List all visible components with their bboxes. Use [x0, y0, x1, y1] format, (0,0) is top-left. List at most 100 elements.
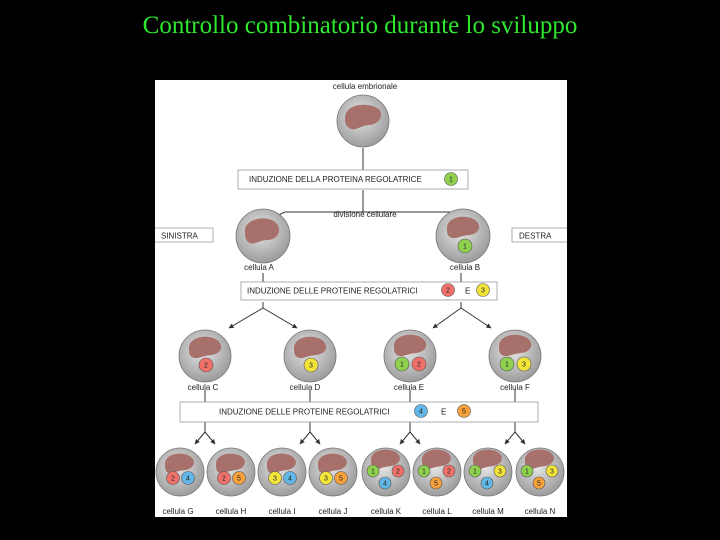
protein-2-num: 2 — [417, 362, 421, 369]
division-label: divisione cellulare — [333, 210, 397, 219]
protein-3-badge — [319, 471, 333, 485]
protein-3-num: 3 — [550, 469, 554, 476]
protein-2-num: 2 — [171, 476, 175, 483]
protein-5-badge — [429, 476, 443, 490]
protein-2-num: 2 — [396, 469, 400, 476]
protein-3-num: 3 — [481, 288, 485, 295]
protein-1-badge — [520, 464, 534, 478]
protein-1-num: 1 — [473, 469, 477, 476]
right-label: DESTRA — [519, 232, 552, 241]
protein-3-num: 3 — [324, 476, 328, 483]
cell-N: 1 3 5 — [515, 447, 565, 497]
cell-K-label: cellula K — [371, 507, 402, 516]
protein-5-badge — [232, 471, 246, 485]
protein-5-num: 5 — [237, 476, 241, 483]
slide-title: Controllo combinatorio durante lo svilup… — [142, 12, 578, 39]
protein-4-num: 4 — [485, 481, 489, 488]
induction-band-1: INDUZIONE DELLA PROTEINA REGOLATRICE 1 — [237, 169, 469, 190]
induction-band-2: INDUZIONE DELLE PROTEINE REGOLATRICI 2 E… — [240, 281, 498, 301]
protein-4-badge — [283, 471, 297, 485]
protein-4-badge — [414, 404, 428, 418]
protein-4-num: 4 — [288, 476, 292, 483]
protein-2-num: 2 — [204, 363, 208, 370]
protein-3-num: 3 — [498, 469, 502, 476]
cell-B-label: cellula B — [450, 263, 480, 272]
protein-1-num: 1 — [463, 244, 467, 251]
protein-1-num: 1 — [422, 469, 426, 476]
embryo-cell — [336, 94, 390, 148]
induction-label-2: INDUZIONE DELLE PROTEINE REGOLATRICI — [247, 287, 418, 296]
protein-2-badge — [391, 464, 405, 478]
protein-3-num: 3 — [273, 476, 277, 483]
protein-3-num: 3 — [522, 362, 526, 369]
cell-C-label: cellula C — [188, 383, 219, 392]
cell-D-label: cellula D — [290, 383, 321, 392]
and-label: E — [465, 287, 470, 296]
cell-I-label: cellula I — [268, 507, 295, 516]
protein-3-badge — [476, 283, 490, 297]
protein-1-badge — [417, 464, 431, 478]
left-tab: SINISTRA — [155, 227, 214, 243]
induction-band-3: INDUZIONE DELLE PROTEINE REGOLATRICI 4 E… — [179, 401, 539, 423]
cell-H: 2 5 — [206, 447, 256, 497]
protein-1-badge — [499, 356, 515, 372]
protein-3-badge — [545, 464, 559, 478]
cell-J: 3 5 — [308, 447, 358, 497]
embryo-label: cellula embrionale — [333, 82, 398, 91]
cell-C: 2 — [178, 329, 232, 383]
protein-1-num: 1 — [505, 362, 509, 369]
protein-1-badge — [366, 464, 380, 478]
lineage-svg: cellula embrionale INDUZIONE DELLA PROTE… — [155, 82, 567, 516]
induction-label-3: INDUZIONE DELLE PROTEINE REGOLATRICI — [219, 408, 390, 417]
induction-label-1: INDUZIONE DELLA PROTEINA REGOLATRICE — [249, 175, 422, 184]
protein-2-badge — [442, 464, 456, 478]
cell-A-label: cellula A — [244, 263, 274, 272]
cell-J-label: cellula J — [319, 507, 348, 516]
protein-2-badge — [411, 356, 427, 372]
protein-1-badge — [457, 238, 473, 254]
protein-4-num: 4 — [419, 409, 423, 416]
cell-L-label: cellula L — [422, 507, 452, 516]
protein-5-badge — [334, 471, 348, 485]
protein-2-num: 2 — [446, 288, 450, 295]
protein-2-badge — [217, 471, 231, 485]
protein-2-num: 2 — [222, 476, 226, 483]
protein-2-num: 2 — [447, 469, 451, 476]
protein-1-badge — [444, 172, 458, 186]
cell-F: 1 3 — [488, 329, 542, 383]
protein-3-num: 3 — [309, 363, 313, 370]
protein-5-num: 5 — [434, 481, 438, 488]
cell-I: 3 4 — [257, 447, 307, 497]
cell-M: 1 3 4 — [463, 447, 513, 497]
cell-E: 1 2 — [383, 329, 437, 383]
protein-4-num: 4 — [383, 481, 387, 488]
protein-1-num: 1 — [400, 362, 404, 369]
protein-1-badge — [394, 356, 410, 372]
protein-4-badge — [181, 471, 195, 485]
cell-A — [235, 208, 291, 264]
cell-K: 1 2 4 — [361, 447, 411, 497]
protein-4-badge — [480, 476, 494, 490]
protein-3-badge — [268, 471, 282, 485]
protein-5-badge — [457, 404, 471, 418]
protein-1-num: 1 — [449, 177, 453, 184]
left-label: SINISTRA — [161, 232, 199, 241]
right-tab: DESTRA — [511, 227, 567, 243]
protein-1-badge — [468, 464, 482, 478]
protein-5-num: 5 — [339, 476, 343, 483]
protein-3-badge — [303, 357, 319, 373]
protein-5-num: 5 — [537, 481, 541, 488]
cell-D: 3 — [283, 329, 337, 383]
cell-H-label: cellula H — [216, 507, 247, 516]
protein-3-badge — [516, 356, 532, 372]
protein-1-num: 1 — [525, 469, 529, 476]
protein-2-badge — [441, 283, 455, 297]
cell-M-label: cellula M — [472, 507, 504, 516]
protein-3-badge — [493, 464, 507, 478]
protein-1-num: 1 — [371, 469, 375, 476]
protein-4-num: 4 — [186, 476, 190, 483]
cell-E-label: cellula E — [394, 383, 424, 392]
cell-B: 1 — [435, 208, 491, 264]
protein-5-badge — [532, 476, 546, 490]
protein-2-badge — [198, 357, 214, 373]
